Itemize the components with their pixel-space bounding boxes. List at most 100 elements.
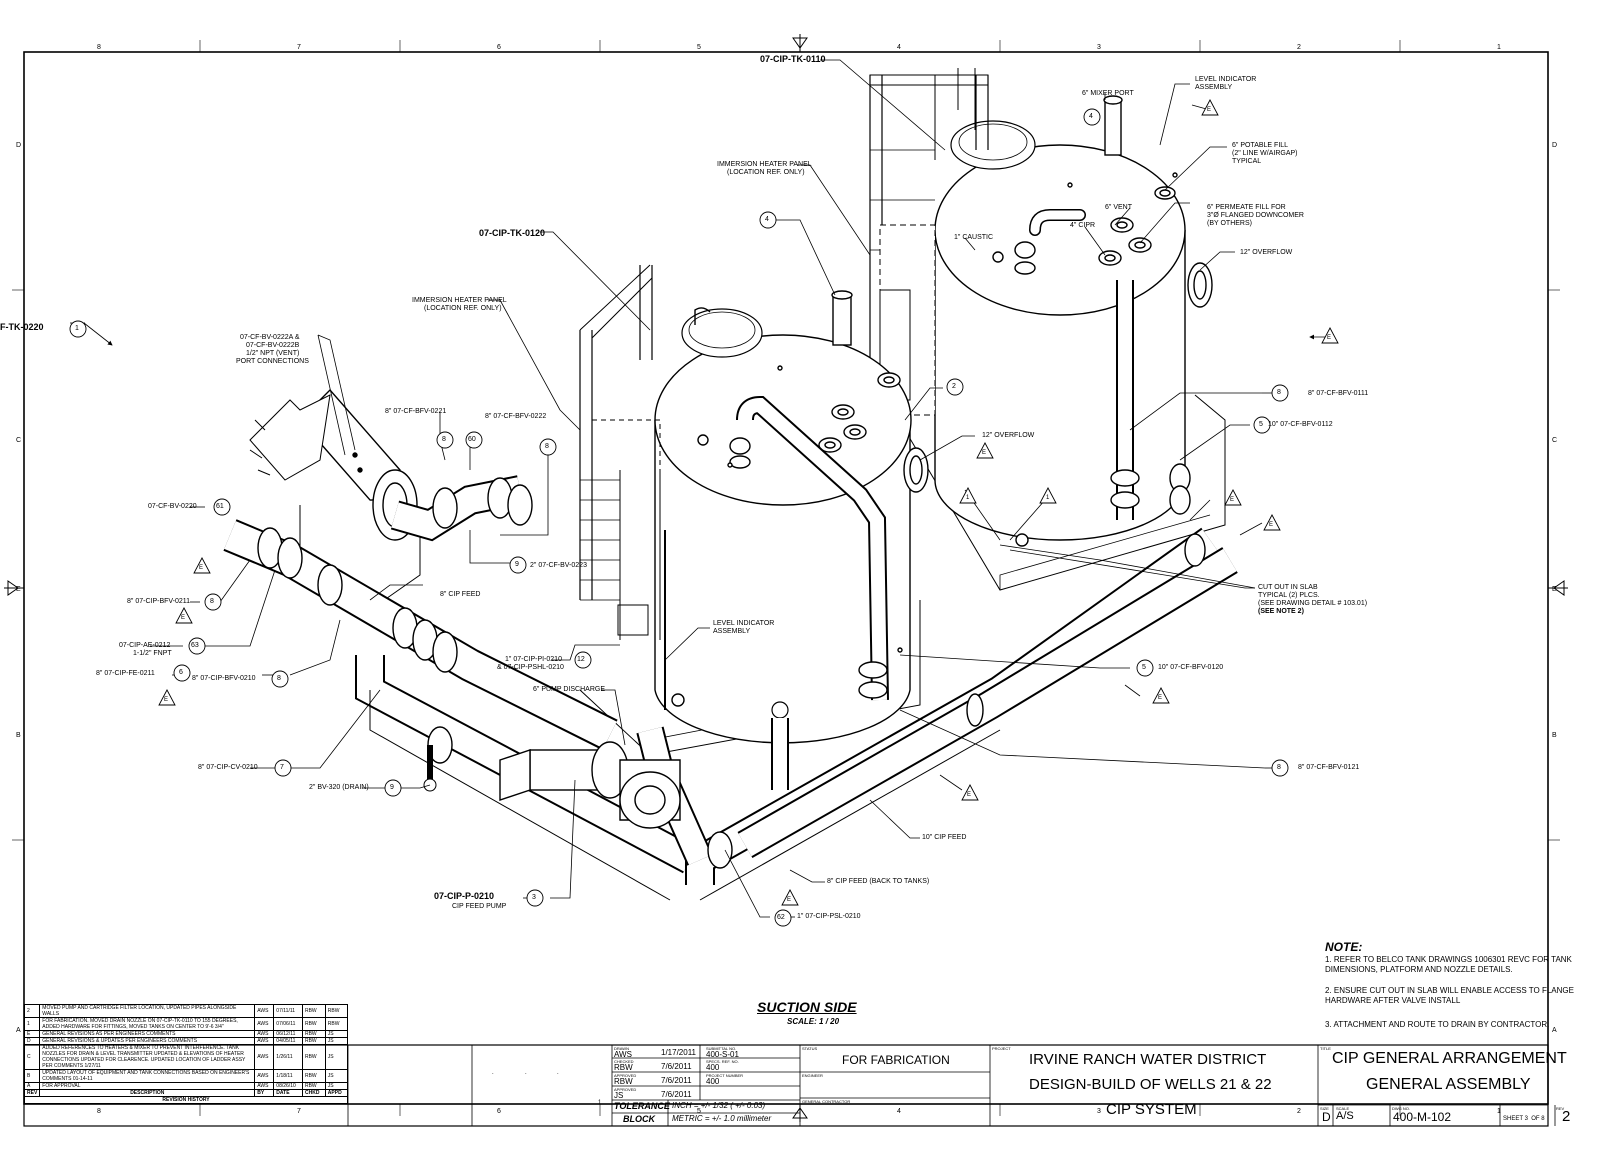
tb-dwg-no: 400-M-102 xyxy=(1393,1110,1452,1124)
balloon-text-1: 1 xyxy=(75,325,79,332)
rev-by-cell: AWS xyxy=(254,1030,275,1038)
tb-drawn-date: 1/17/2011 xyxy=(661,1048,696,1057)
balloon-text-5b: 5 xyxy=(1142,664,1146,671)
rev-chkd-cell: RBW xyxy=(301,1030,326,1038)
balloon-5b xyxy=(1136,659,1154,677)
label-bfv0112: 10" 07-CF-BFV-0112 xyxy=(1268,421,1333,428)
revision-row: 1 FOR FABRICATION. MOVED DRAIN NOZZLE ON… xyxy=(23,1017,349,1031)
chkd-header: CHKD xyxy=(301,1089,326,1097)
label-cutout-4: (SEE NOTE 2) xyxy=(1258,608,1304,615)
balloon-7 xyxy=(274,759,292,777)
revision-row: D GENERAL REVISIONS & UPDATES PER ENGINE… xyxy=(23,1037,349,1045)
rev-by-cell: AWS xyxy=(254,1082,275,1090)
rev-chkd-cell: RBW xyxy=(301,1037,326,1045)
tb-approved2-label: APPROVED xyxy=(614,1087,637,1092)
border-frame xyxy=(23,51,1549,1105)
tb-drawn-label: DRAWN xyxy=(614,1046,629,1051)
balloon-text-8e: 8 xyxy=(277,675,281,682)
balloon-8b xyxy=(436,431,454,449)
tb-checked-date: 7/6/2011 xyxy=(661,1062,692,1071)
label-bfv0111: 8" 07-CF-BFV-0111 xyxy=(1308,390,1369,397)
label-fe0211: 8" 07-CIP-FE-0211 xyxy=(96,670,155,677)
tb-title-label: TITLE xyxy=(1320,1046,1331,1051)
rev-appd-cell: JS xyxy=(324,1037,349,1045)
revision-history-label: REVISION HISTORY xyxy=(24,1096,348,1104)
rev-cell: A xyxy=(23,1082,41,1090)
tb-checked-label: CHECKED xyxy=(614,1059,634,1064)
label-permeate-3: (BY OTHERS) xyxy=(1207,220,1252,227)
tank-07-cip-tk-0110 xyxy=(869,68,1226,591)
appd-header: APPD xyxy=(324,1089,349,1097)
balloon-text-2: 2 xyxy=(952,383,956,390)
tb-checked-by: RBW xyxy=(614,1063,633,1072)
tb-metric: METRIC = +/- 1.0 millimeter xyxy=(672,1114,772,1123)
label-bv0222ab-2: 07-CF-BV-0222B xyxy=(246,342,300,349)
balloon-text-6: 6 xyxy=(179,669,183,676)
label-bfv0121: 8" 07-CF-BFV-0121 xyxy=(1298,764,1360,771)
rev-date-cell: 1/18/11 xyxy=(273,1069,303,1083)
balloon-text-8a: 8 xyxy=(1277,389,1281,396)
label-bv0222ab-4: PORT CONNECTIONS xyxy=(236,358,309,365)
rev-by-cell: AWS xyxy=(254,1069,275,1083)
label-p0210: 07-CIP-P-0210 xyxy=(434,891,495,901)
zone-bottom-7: 7 xyxy=(297,1108,301,1115)
rev-by-cell: AWS xyxy=(254,1004,275,1018)
label-mixer-port: 6" MIXER PORT xyxy=(1082,90,1134,97)
rev-by-cell: AWS xyxy=(254,1044,275,1070)
rev-appd-cell: JS xyxy=(324,1069,349,1083)
rev-chkd-cell: RBW xyxy=(301,1069,326,1083)
label-level-indicator-m1: LEVEL INDICATOR xyxy=(713,620,775,627)
label-bfv0211: 8" 07-CIP-BFV-0211 xyxy=(127,598,191,605)
zone-top-2: 2 xyxy=(1297,44,1301,51)
by-header: BY xyxy=(254,1089,275,1097)
zone-bottom-5: 5 xyxy=(697,1108,701,1115)
rev-by-cell: AWS xyxy=(254,1037,275,1045)
rev-cell: 1 xyxy=(23,1017,41,1031)
label-permeate-1: 6" PERMEATE FILL FOR xyxy=(1207,204,1286,211)
label-heater-panel-left-2: (LOCATION REF. ONLY) xyxy=(424,305,502,312)
rev-chkd-cell: RBW xyxy=(301,1082,326,1090)
rev-cell: B xyxy=(23,1069,41,1083)
zone-top-8: 8 xyxy=(97,44,101,51)
zone-right-b: B xyxy=(1552,732,1557,739)
rev-desc-cell: ADDED REFERENCES TO HEATERS & MIXER TO P… xyxy=(39,1044,256,1070)
zone-bottom-8: 8 xyxy=(97,1108,101,1115)
label-level-indicator-r2: ASSEMBLY xyxy=(1195,84,1233,91)
zone-left-b: B xyxy=(16,732,21,739)
tb-dot-2: . xyxy=(525,1070,527,1076)
label-bfv0210: 8" 07-CIP-BFV-0210 xyxy=(192,675,256,682)
note-1b: DIMENSIONS, PLATFORM AND NOZZLE DETAILS. xyxy=(1325,965,1513,974)
tb-scale: A/S xyxy=(1336,1110,1354,1122)
rev-appd-cell: JS xyxy=(324,1030,349,1038)
label-heater-panel-top-2: (LOCATION REF. ONLY) xyxy=(727,169,805,176)
rev-date-cell: 07/11/11 xyxy=(273,1004,303,1018)
balloon-4a xyxy=(1083,108,1101,126)
tri-e-4: E xyxy=(1230,497,1235,503)
label-cip-feed-pump: CIP FEED PUMP xyxy=(452,903,507,910)
rev-cell: E xyxy=(23,1030,41,1038)
label-cipr: 4" CIPR xyxy=(1070,222,1096,229)
balloon-12 xyxy=(574,651,592,669)
label-ae0212-1: 07-CIP-AE-0212 xyxy=(119,642,171,649)
rev-by-cell: AWS xyxy=(254,1017,275,1031)
label-bfv0120: 10" 07-CF-BFV-0120 xyxy=(1158,664,1224,671)
balloon-8f xyxy=(1271,759,1289,777)
rev-date-cell: 04/05/11 xyxy=(273,1037,303,1045)
tb-size: D xyxy=(1322,1110,1331,1124)
balloon-text-60: 60 xyxy=(468,436,476,443)
tb-spec-label: SPECS. REF. NO. xyxy=(706,1059,739,1064)
balloon-1 xyxy=(69,320,87,338)
label-potable-1: 6" POTABLE FILL xyxy=(1232,142,1289,149)
tri-e-9: E xyxy=(1158,695,1163,701)
rev-cell: C xyxy=(23,1044,41,1070)
tb-approved2-by: JS xyxy=(614,1091,624,1100)
label-cutout-3: (SEE DRAWING DETAIL # 103.01) xyxy=(1258,600,1368,607)
rev-cell: D xyxy=(23,1037,41,1045)
label-cf-bv-mid: 2" 07-CF-BV-0223 xyxy=(530,562,587,569)
tb-block-label: BLOCK xyxy=(623,1114,655,1124)
zone-top-4: 4 xyxy=(897,44,901,51)
zone-left-e: E xyxy=(16,586,21,593)
revision-header-row: REV DESCRIPTION BY DATE CHKD APPD xyxy=(23,1089,349,1097)
label-psl0210: 1" 07-CIP-PSL-0210 xyxy=(797,913,861,920)
balloon-text-62: 62 xyxy=(777,914,785,921)
